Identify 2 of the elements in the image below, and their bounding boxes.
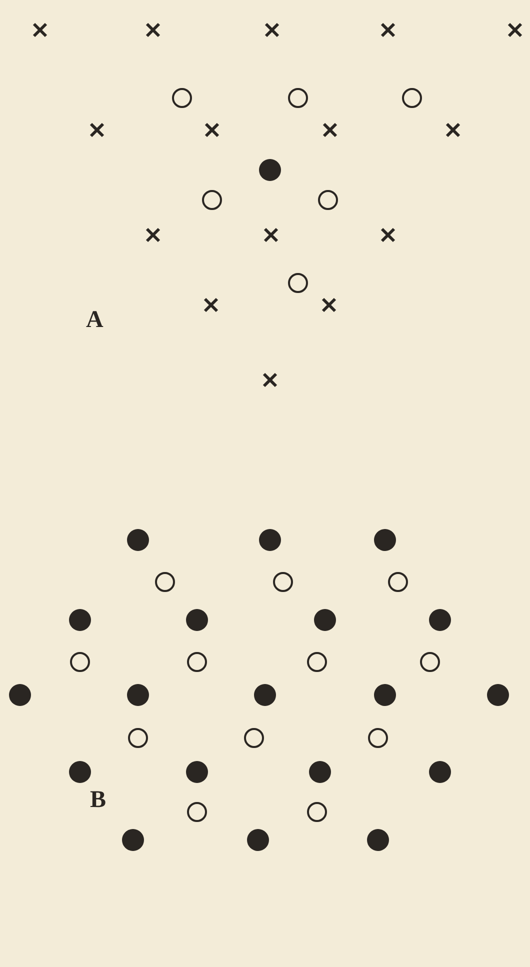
figure-label: B <box>90 788 106 812</box>
figure-label: A <box>86 308 104 332</box>
